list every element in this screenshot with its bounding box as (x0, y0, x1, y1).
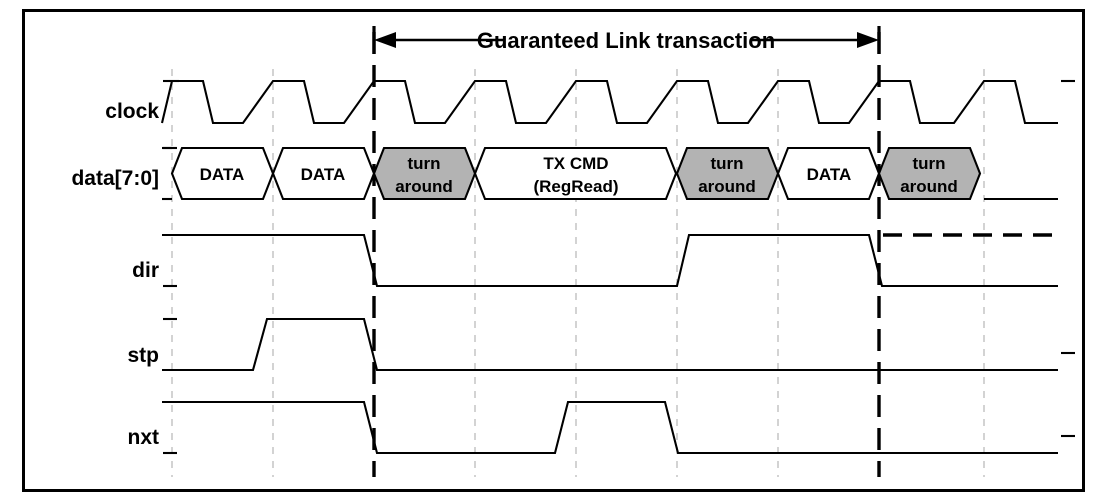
waveform-clock (160, 79, 1058, 125)
bus-cell-5-line1: DATA (807, 165, 852, 184)
bus-cell-1-line1: DATA (301, 165, 346, 184)
signal-label-clock: clock (105, 100, 159, 123)
gridlines (171, 69, 985, 477)
bus-cell-3-line1: TX CMD (543, 154, 608, 173)
bus-cell-4: turn around (675, 146, 780, 201)
bus-cell-2-line1: turn (407, 154, 440, 173)
timing-diagram-svg: Guaranteed Link transaction clock data[7… (71, 26, 1075, 477)
bus-cell-4-line2: around (698, 177, 756, 196)
bus-cell-3-line2: (RegRead) (533, 177, 618, 196)
signal-label-data: data[7:0] (71, 167, 159, 190)
diagram-frame: Guaranteed Link transaction clock data[7… (22, 9, 1085, 492)
transaction-span-annotation: Guaranteed Link transaction (372, 26, 881, 54)
right-level-ticks (1061, 79, 1075, 438)
transaction-markers (372, 32, 881, 477)
bus-cell-0-line1: DATA (200, 165, 245, 184)
signal-label-stp: stp (128, 344, 160, 367)
arrow-right-head (857, 32, 879, 48)
bus-cell-4-line1: turn (710, 154, 743, 173)
waveform-dir (162, 233, 1058, 288)
bus-cell-2: turn around (372, 146, 477, 201)
waveform-nxt (162, 400, 1058, 455)
signal-label-nxt: nxt (128, 426, 160, 449)
signal-label-dir: dir (132, 259, 159, 282)
arrow-left-head (374, 32, 396, 48)
waveform-stp (162, 317, 1058, 372)
transaction-label: Guaranteed Link transaction (477, 28, 775, 53)
bus-cell-3: TX CMD (RegRead) (473, 146, 678, 201)
bus-cell-2-line2: around (395, 177, 453, 196)
bus-cell-6-line2: around (900, 177, 958, 196)
bus-cell-1: DATA (271, 146, 376, 201)
bus-cell-6-line1: turn (912, 154, 945, 173)
waveform-data-bus: DATA DATA turn around TX CMD (Reg (162, 146, 1058, 201)
signal-labels: clock data[7:0] dir stp nxt (71, 100, 159, 449)
bus-cell-6: turn around (877, 146, 982, 201)
bus-cell-0: DATA (170, 146, 275, 201)
left-level-ticks (163, 79, 179, 455)
bus-cell-5: DATA (776, 146, 881, 201)
